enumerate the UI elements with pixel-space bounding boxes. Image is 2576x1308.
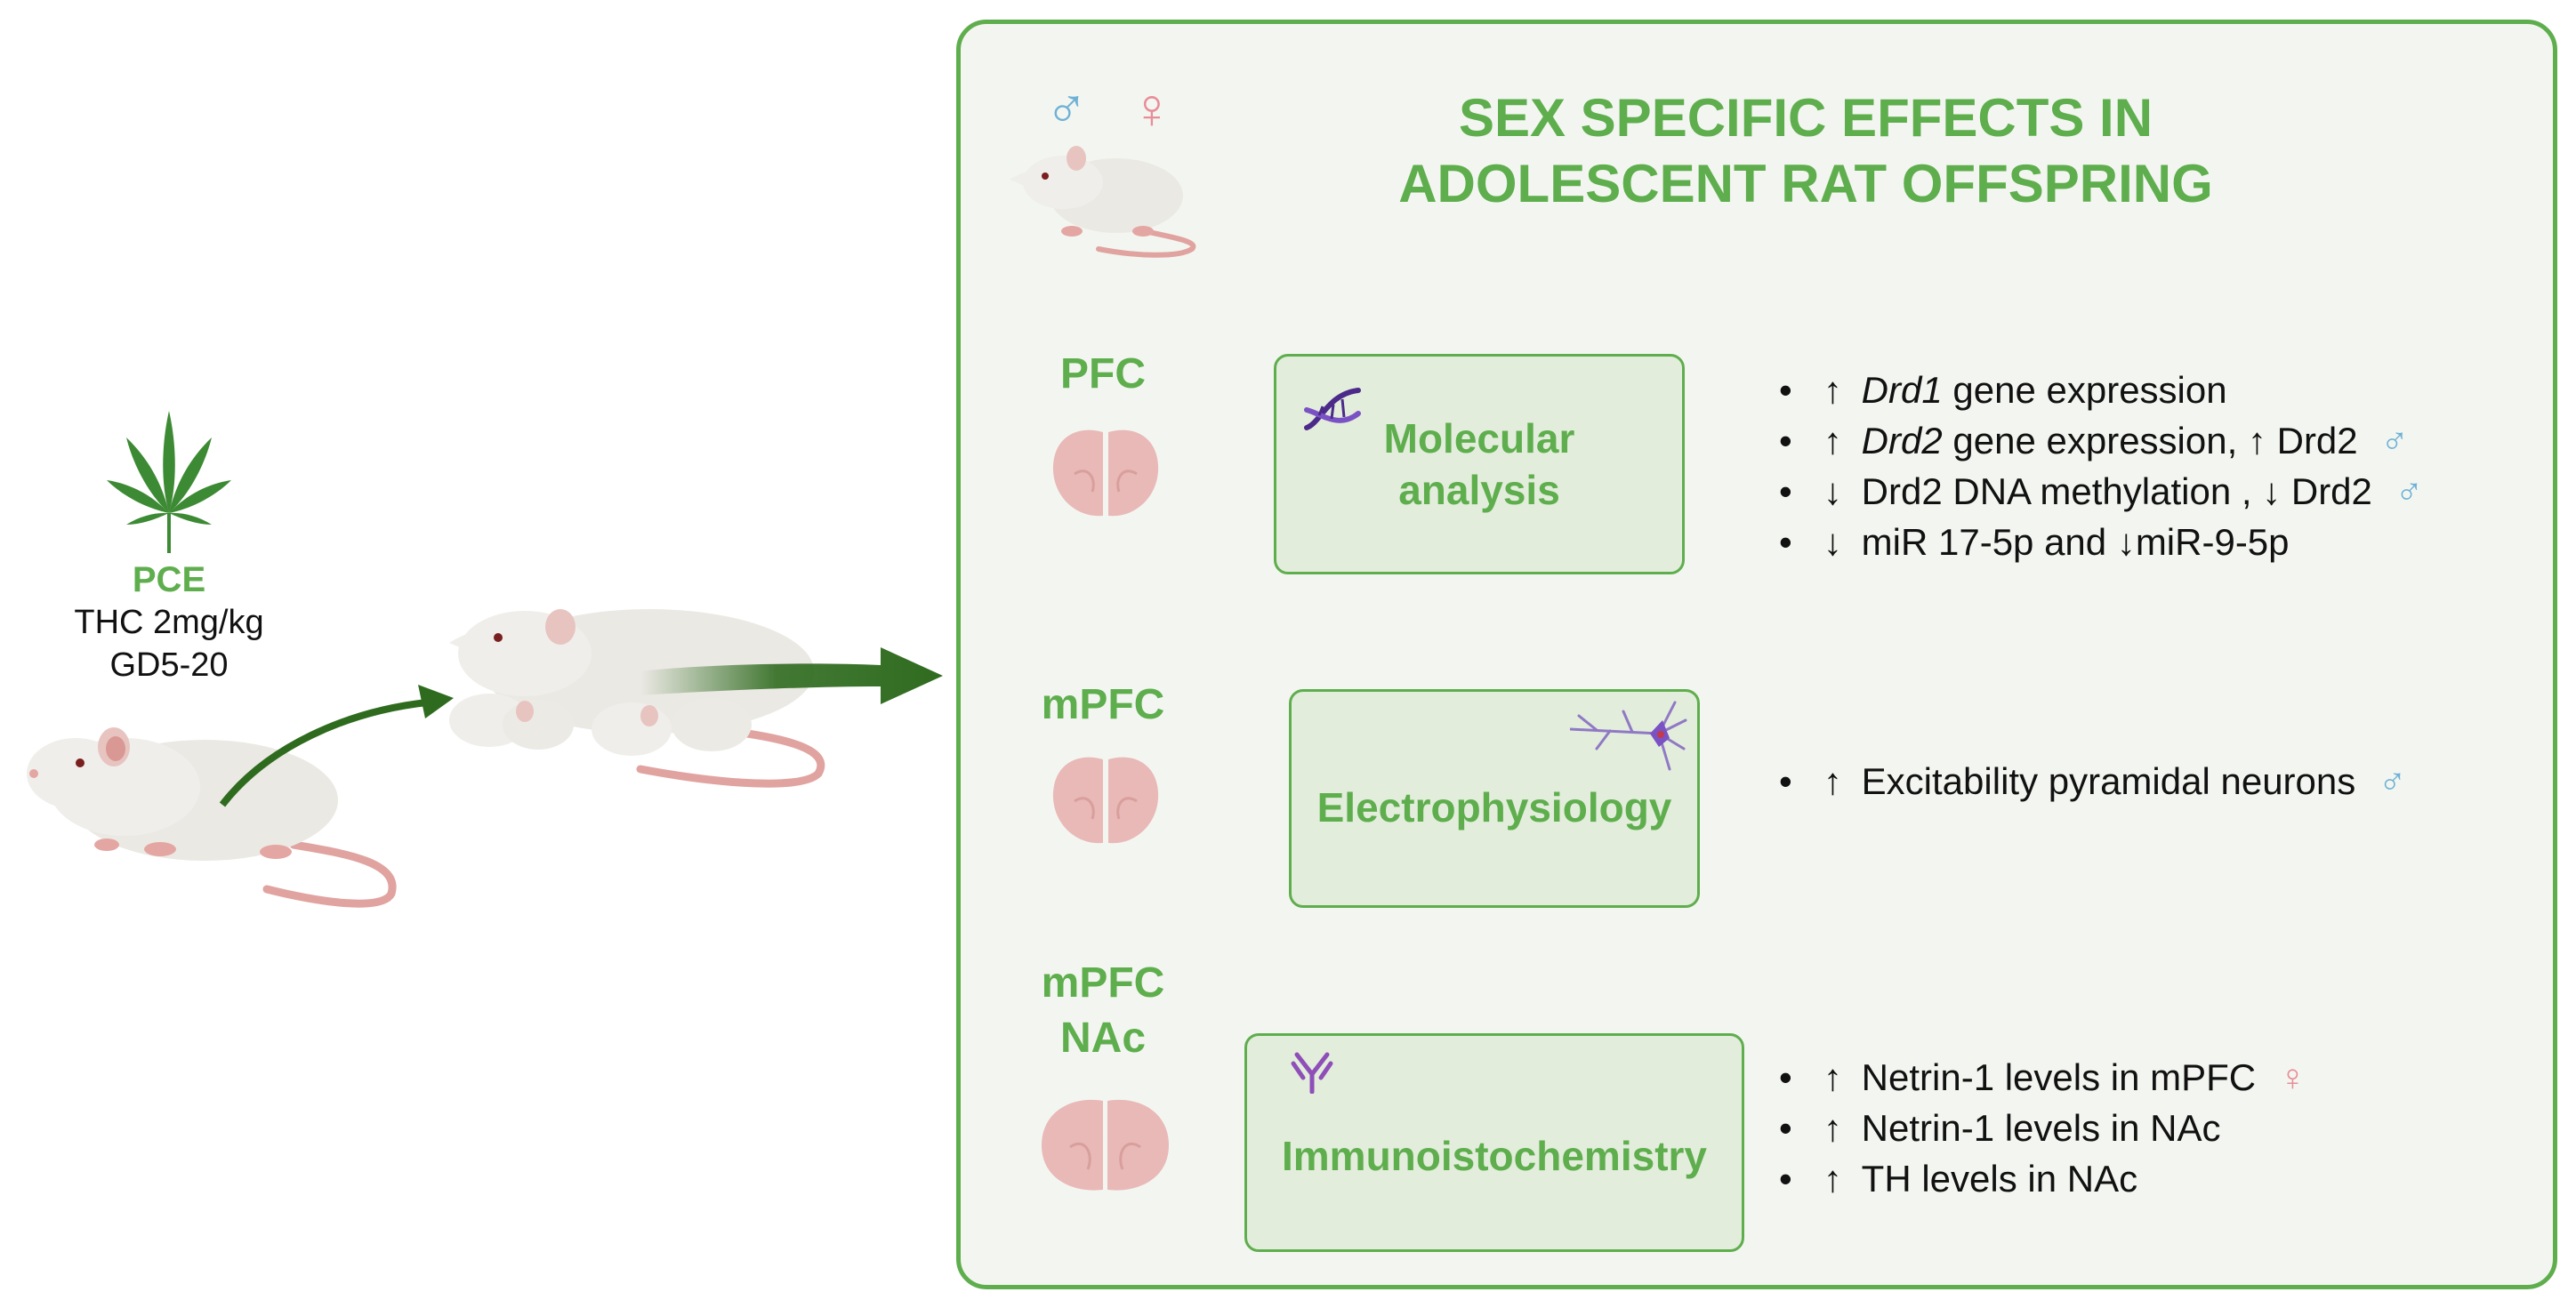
pce-title: PCE bbox=[132, 560, 206, 599]
region-label-line1: PFC bbox=[1060, 350, 1146, 397]
finding-text: miR 17-5p and ↓miR-9-5p bbox=[1861, 521, 2290, 563]
panel-title-line1: SEX SPECIFIC EFFECTS IN bbox=[1458, 88, 2153, 148]
finding-arrow: ↑ bbox=[1823, 369, 1842, 411]
region-label: mPFC bbox=[1023, 678, 1183, 733]
brain-icon bbox=[1052, 757, 1159, 844]
male-symbol-icon: ♂ bbox=[2380, 420, 2409, 461]
male-symbol-icon: ♂ bbox=[2395, 470, 2424, 512]
male-symbol-icon: ♂ bbox=[2378, 760, 2407, 802]
finding-text: gene expression bbox=[1942, 369, 2227, 411]
brain-icon bbox=[1052, 429, 1159, 517]
method-box-molecular: Molecular analysis bbox=[1274, 354, 1685, 574]
brain-icon bbox=[1042, 1099, 1169, 1191]
finding-arrow: ↑ bbox=[1823, 1158, 1842, 1200]
method-label-line2: analysis bbox=[1398, 467, 1560, 513]
finding-item: ↑ Netrin-1 levels in mPFC ♀ bbox=[1770, 1052, 2306, 1103]
method-label-line1: Immunoistochemistry bbox=[1282, 1133, 1707, 1179]
neuron-icon bbox=[1570, 701, 1687, 771]
finding-text: Drd2 DNA methylation , ↓ Drd2 bbox=[1861, 470, 2372, 512]
cannabis-leaf-icon bbox=[107, 411, 231, 553]
finding-arrow: ↓ bbox=[1823, 470, 1842, 512]
panel-title-line2: ADOLESCENT RAT OFFSPRING bbox=[1398, 154, 2213, 213]
region-label-line1: mPFC bbox=[1041, 959, 1165, 1007]
adolescent-rat-icon bbox=[1010, 146, 1196, 258]
finding-text: Excitability pyramidal neurons bbox=[1861, 760, 2356, 802]
region-label-line1: mPFC bbox=[1041, 681, 1165, 728]
pregnant-rat-icon bbox=[27, 727, 397, 908]
antibody-icon bbox=[1291, 1052, 1333, 1094]
finding-item: ↑ Excitability pyramidal neurons ♂ bbox=[1770, 756, 2406, 806]
finding-item: ↓ miR 17-5p and ↓miR-9-5p bbox=[1770, 517, 2423, 567]
region-label: mPFC NAc bbox=[1023, 956, 1183, 1066]
finding-item: ↑ Drd1 gene expression bbox=[1770, 365, 2423, 415]
finding-arrow: ↑ bbox=[1823, 1107, 1842, 1149]
finding-text: Netrin-1 levels in mPFC bbox=[1861, 1056, 2257, 1098]
method-label-line1: Molecular bbox=[1383, 415, 1575, 461]
method-box-electrophysiology: Electrophysiology bbox=[1289, 689, 1700, 908]
finding-gene: Drd2 bbox=[1861, 420, 1943, 461]
findings-list: ↑ Excitability pyramidal neurons ♂ bbox=[1770, 756, 2406, 806]
pce-window: GD5-20 bbox=[109, 646, 229, 684]
female-symbol-icon: ♀ bbox=[1130, 76, 1173, 140]
finding-text: TH levels in NAc bbox=[1861, 1158, 2138, 1200]
method-label-line1: Electrophysiology bbox=[1316, 784, 1672, 831]
panel-title: SEX SPECIFIC EFFECTS IN ADOLESCENT RAT O… bbox=[1316, 85, 2295, 217]
male-symbol-icon: ♂ bbox=[1045, 76, 1088, 140]
female-symbol-icon: ♀ bbox=[2278, 1056, 2307, 1098]
finding-text: Netrin-1 levels in NAc bbox=[1861, 1107, 2221, 1149]
finding-arrow: ↑ bbox=[1823, 760, 1842, 802]
pce-dose: THC 2mg/kg bbox=[74, 604, 264, 641]
findings-list: ↑ Drd1 gene expression ↑ Drd2 gene expre… bbox=[1770, 365, 2423, 567]
finding-item: ↑ Netrin-1 levels in NAc bbox=[1770, 1103, 2306, 1153]
finding-item: ↑ TH levels in NAc bbox=[1770, 1153, 2306, 1204]
big-arrow-icon bbox=[640, 647, 943, 704]
sex-symbols: ♂ ♀ bbox=[1045, 80, 1173, 137]
region-label-line2: NAc bbox=[1059, 1015, 1147, 1062]
finding-arrow: ↓ bbox=[1823, 521, 1842, 563]
finding-item: ↓ Drd2 DNA methylation , ↓ Drd2 ♂ bbox=[1770, 466, 2423, 517]
region-label: PFC bbox=[1023, 347, 1183, 402]
finding-arrow: ↑ bbox=[1823, 420, 1842, 461]
finding-gene: Drd1 bbox=[1861, 369, 1943, 411]
finding-item: ↑ Drd2 gene expression, ↑ Drd2 ♂ bbox=[1770, 415, 2423, 466]
dna-icon bbox=[1304, 388, 1361, 430]
curved-arrow-icon bbox=[219, 685, 454, 807]
pce-label: PCE THC 2mg/kg GD5-20 bbox=[49, 558, 289, 686]
findings-list: ↑ Netrin-1 levels in mPFC ♀ ↑ Netrin-1 l… bbox=[1770, 1052, 2306, 1204]
finding-text: gene expression, ↑ Drd2 bbox=[1942, 420, 2358, 461]
finding-arrow: ↑ bbox=[1823, 1056, 1842, 1098]
